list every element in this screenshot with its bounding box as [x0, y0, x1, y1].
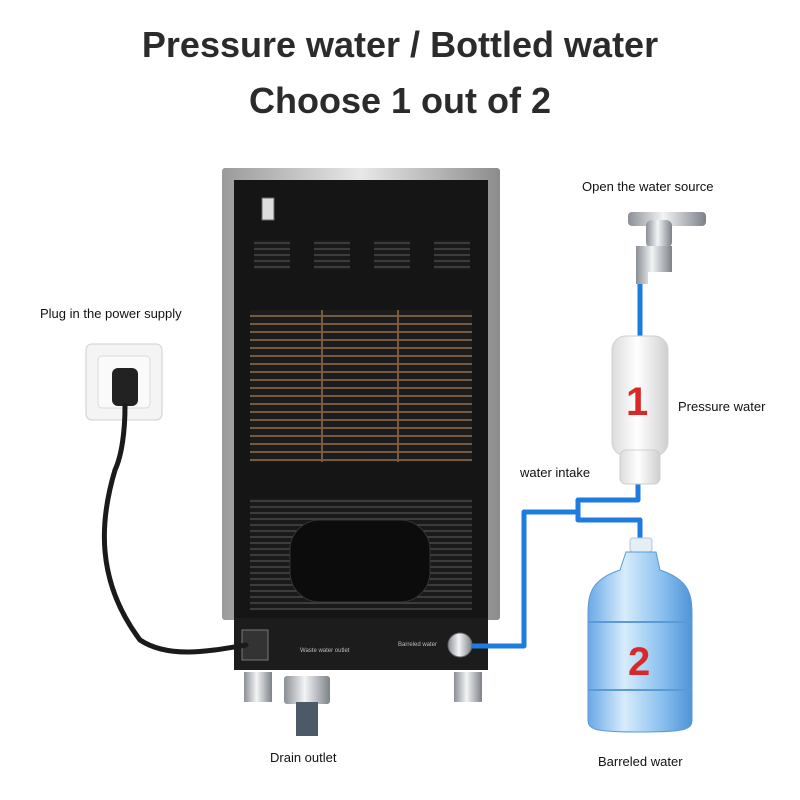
power-switch-icon[interactable] — [261, 197, 275, 221]
power-supply — [85, 343, 249, 655]
condenser-coil — [250, 310, 472, 462]
plug-icon[interactable] — [112, 368, 138, 406]
page-title-line-2: Choose 1 out of 2 — [248, 80, 551, 121]
water-pipes — [472, 282, 643, 649]
drain-fitting — [284, 676, 330, 704]
label-barreled-water: Barreled water — [598, 754, 683, 769]
pipe-main — [472, 509, 578, 649]
water-inlet-fitting[interactable] — [447, 632, 473, 658]
faucet-icon[interactable] — [628, 212, 706, 284]
foot-right — [454, 672, 482, 702]
bottle-number: 2 — [628, 640, 651, 684]
label-power-supply: Plug in the power supply — [40, 306, 182, 321]
panel-label-waste: Waste water outlet — [300, 648, 350, 654]
label-pressure-water: Pressure water — [678, 399, 766, 414]
filter-number: 1 — [626, 380, 649, 424]
panel-label-barreled: Barreled water — [398, 642, 437, 648]
water-bottle — [587, 537, 693, 733]
drain-hose — [296, 702, 318, 736]
foot-left — [244, 672, 272, 702]
water-filter — [611, 335, 669, 485]
pipe-to-filter — [575, 482, 641, 512]
label-drain-outlet: Drain outlet — [270, 750, 337, 765]
label-water-source: Open the water source — [582, 179, 714, 194]
pipe-to-bottle — [575, 512, 643, 538]
ice-machine: Waste water outlet Barreled water — [222, 168, 500, 736]
vent-slots — [254, 240, 470, 270]
bottom-panel — [234, 618, 488, 670]
compressor — [289, 519, 431, 603]
page-title-line-1: Pressure water / Bottled water — [141, 24, 659, 65]
label-water-intake: water intake — [520, 465, 591, 480]
power-cable — [101, 403, 249, 655]
